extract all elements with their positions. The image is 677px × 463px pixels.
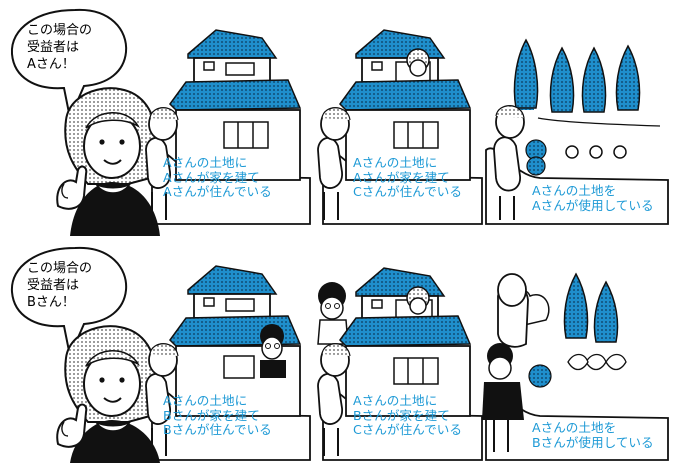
caption-line: Aさんの土地に	[353, 155, 438, 170]
panel-1-illustration	[145, 29, 311, 225]
caption-line: Aさんの土地を	[532, 420, 617, 435]
caption-line: Aさんが使用している	[532, 197, 654, 213]
panel-2-caption: Aさんの土地に Aさんが家を建て Cさんが住んでいる	[353, 155, 462, 200]
speech-line: Bさん！	[27, 295, 75, 310]
caption-line: Aさんの土地に	[163, 393, 248, 408]
row-1	[10, 8, 669, 236]
row-2	[10, 246, 669, 463]
panel-3-caption: Aさんの土地を Aさんが使用している	[532, 183, 654, 213]
caption-line: Aさんが家を建て	[163, 169, 260, 185]
caption-line: Aさんの土地に	[353, 393, 438, 408]
speech-bubble-text: この場合の 受益者は Bさん！	[27, 260, 92, 311]
speech-bubble-text: この場合の 受益者は Aさん！	[27, 22, 92, 73]
caption-line: Aさんの土地を	[532, 183, 617, 198]
speech-line: この場合の	[27, 261, 93, 276]
caption-line: Aさんの土地に	[163, 155, 248, 170]
panel-6-illustration	[482, 272, 669, 461]
panel-5-caption: Aさんの土地に Bさんが家を建て Cさんが住んでいる	[353, 393, 462, 438]
caption-line: Aさんが家を建て	[353, 169, 450, 185]
speech-line: 受益者は	[27, 278, 80, 293]
caption-line: Bさんが家を建て	[353, 407, 450, 423]
speech-line: この場合の	[27, 23, 93, 38]
presenter-woman	[56, 87, 160, 236]
panel-2-illustration	[317, 29, 483, 225]
caption-line: Bさんが使用している	[532, 434, 654, 450]
caption-line: Bさんが住んでいる	[163, 422, 272, 438]
caption-line: Cさんが住んでいる	[353, 184, 462, 200]
panel-3-illustration	[485, 38, 669, 225]
speech-line: 受益者は	[27, 40, 80, 55]
panel-6-caption: Aさんの土地を Bさんが使用している	[532, 420, 654, 450]
panel-4-caption: Aさんの土地に Bさんが家を建て Bさんが住んでいる	[163, 393, 272, 438]
panel-5-illustration	[317, 267, 483, 461]
caption-line: Bさんが家を建て	[163, 407, 260, 423]
caption-line: Cさんが住んでいる	[353, 422, 462, 438]
speech-line: Aさん！	[27, 57, 75, 72]
caption-line: Aさんが住んでいる	[163, 184, 272, 200]
presenter-woman	[56, 325, 160, 463]
panel-1-caption: Aさんの土地に Aさんが家を建て Aさんが住んでいる	[163, 155, 272, 200]
panel-4-illustration	[145, 265, 311, 461]
